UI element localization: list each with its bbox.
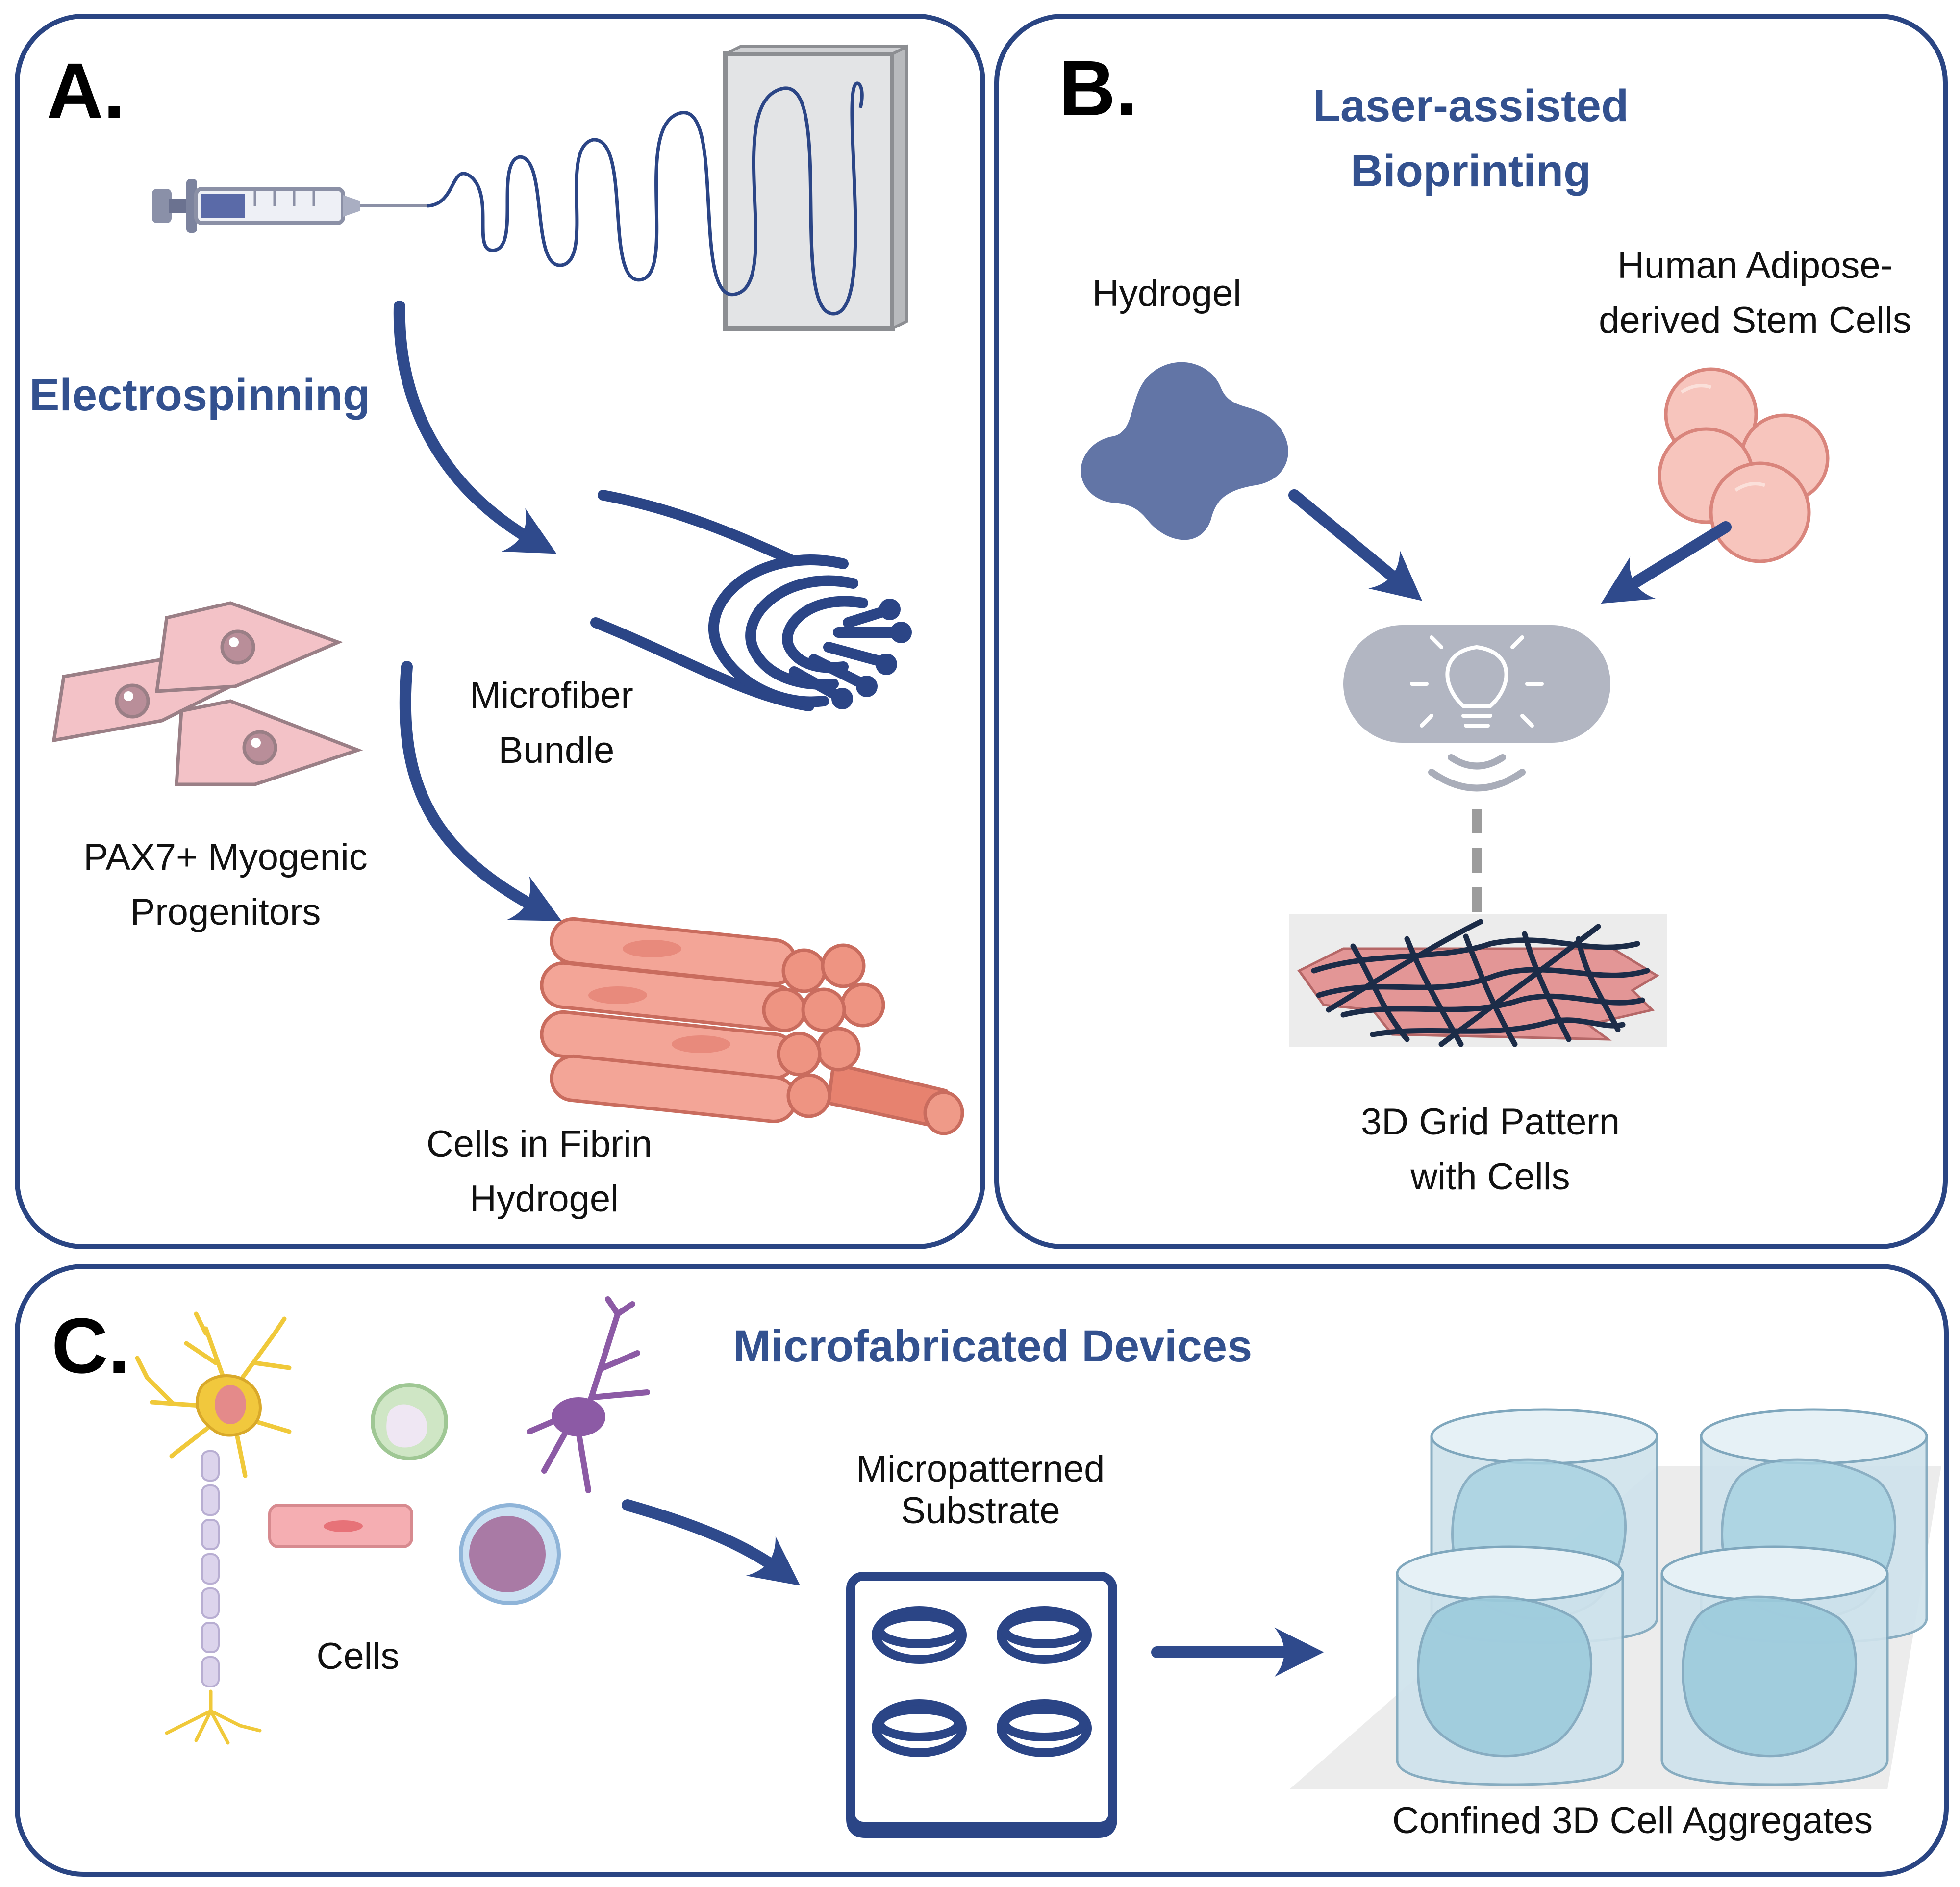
fiber-spiral-icon [426, 81, 864, 316]
neuron-icon [135, 1311, 292, 1745]
panel-b-title-line1: Laser-assisted [1312, 81, 1629, 131]
panel-c-letter: C. [51, 1302, 130, 1389]
myogenic-cells-icon [51, 601, 363, 786]
microfiber-label-line2: Bundle [498, 730, 615, 771]
stem-cells-label-line2: derived Stem Cells [1599, 300, 1911, 341]
muscle-cell-icon [268, 1504, 413, 1548]
arrow-to-muscle [399, 661, 562, 921]
grid-label-line1: 3D Grid Pattern [1361, 1101, 1620, 1143]
panel-a-letter: A. [47, 47, 125, 134]
cell-aggregates-icon [1289, 1408, 1941, 1789]
laser-lightbulb-icon [1343, 625, 1610, 922]
panel-b-illustrations [1081, 362, 1830, 1047]
substrate-label-line1: Micropatterned [856, 1448, 1105, 1490]
fibrin-label-line2: Hydrogel [469, 1178, 619, 1220]
microglia-icon [527, 1296, 650, 1493]
hydrogel-blob-icon [1081, 362, 1288, 540]
syringe-icon [152, 179, 431, 233]
arrow-cells-to-substrate [622, 1499, 801, 1586]
substrate-label-line2: Substrate [901, 1490, 1060, 1532]
microfiber-tips [831, 599, 912, 709]
aggregates-label: Confined 3D Cell Aggregates [1392, 1800, 1873, 1841]
hydrogel-label: Hydrogel [1092, 273, 1242, 314]
arrow-hydrogel-to-laser [1288, 489, 1423, 601]
progenitors-label-line2: Progenitors [130, 891, 321, 933]
stem-cells-label-line1: Human Adipose- [1617, 245, 1893, 286]
panel-b-title-line2: Bioprinting [1350, 146, 1591, 196]
grid-label-line2: with Cells [1410, 1156, 1570, 1198]
panel-a-illustrations [51, 44, 964, 1135]
arrow-to-microfiber [393, 301, 557, 554]
fibrin-label-line1: Cells in Fibrin [426, 1123, 653, 1165]
panel-b-letter: B. [1059, 44, 1137, 132]
microfiber-label-line1: Microfiber [470, 675, 633, 716]
panel-a-title: Electrospinning [29, 370, 371, 420]
micropatterned-substrate-icon [846, 1572, 1117, 1838]
cells-label: Cells [316, 1635, 400, 1677]
arrow-cells-to-laser [1601, 521, 1732, 604]
panel-c-title: Microfabricated Devices [733, 1321, 1253, 1371]
monocyte-icon [459, 1503, 561, 1605]
immune-cell-icon [371, 1383, 448, 1460]
stem-cells-icon [1658, 367, 1830, 563]
muscle-fiber-bundle-icon [540, 917, 964, 1135]
grid-scaffold-icon [1289, 914, 1667, 1047]
panel-c-illustrations [135, 1296, 1941, 1838]
progenitors-label-line1: PAX7+ Myogenic [83, 836, 368, 878]
